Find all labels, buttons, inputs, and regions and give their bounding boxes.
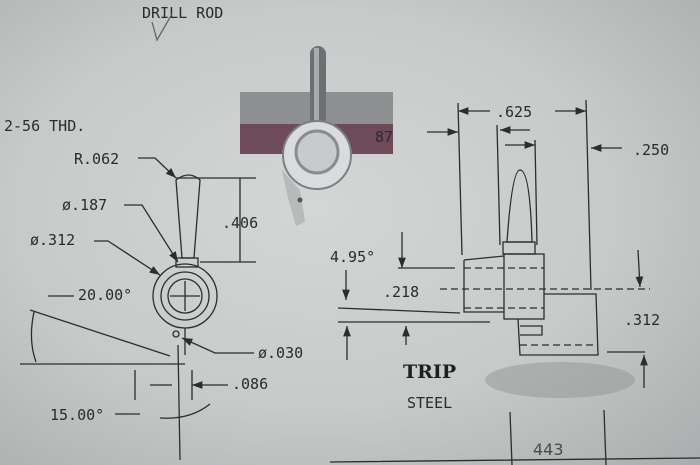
radius-label: R.062 (74, 150, 119, 168)
material-label: DRILL ROD (142, 4, 223, 22)
dia-large-label: ø.312 (30, 231, 75, 249)
hub-side-view (503, 253, 545, 320)
thickness-label: .218 (383, 283, 419, 301)
check-mark (151, 13, 173, 42)
hole-dia-label: ø.030 (258, 344, 303, 362)
handwritten-note: 443 (533, 440, 564, 459)
thread-label: 2-56 THD. (4, 117, 85, 135)
dia-small-label: ø.187 (62, 196, 107, 214)
width-label: .625 (496, 103, 532, 121)
part-name: TRIP (403, 361, 456, 383)
height-label: .406 (222, 214, 258, 232)
angle-top-label: 20.00° (78, 286, 132, 304)
right-width-label: .250 (633, 141, 669, 159)
partial-dim-label: 87 (375, 128, 393, 146)
lever-outline (175, 174, 201, 259)
trip-tab (282, 170, 305, 226)
part-material: STEEL (407, 394, 452, 412)
angle-label: 4.95° (330, 248, 375, 266)
offset-label: .086 (232, 375, 268, 393)
smudge (485, 362, 635, 398)
height-label-right: .312 (624, 311, 660, 329)
angle-bottom-label: 15.00° (50, 406, 104, 424)
